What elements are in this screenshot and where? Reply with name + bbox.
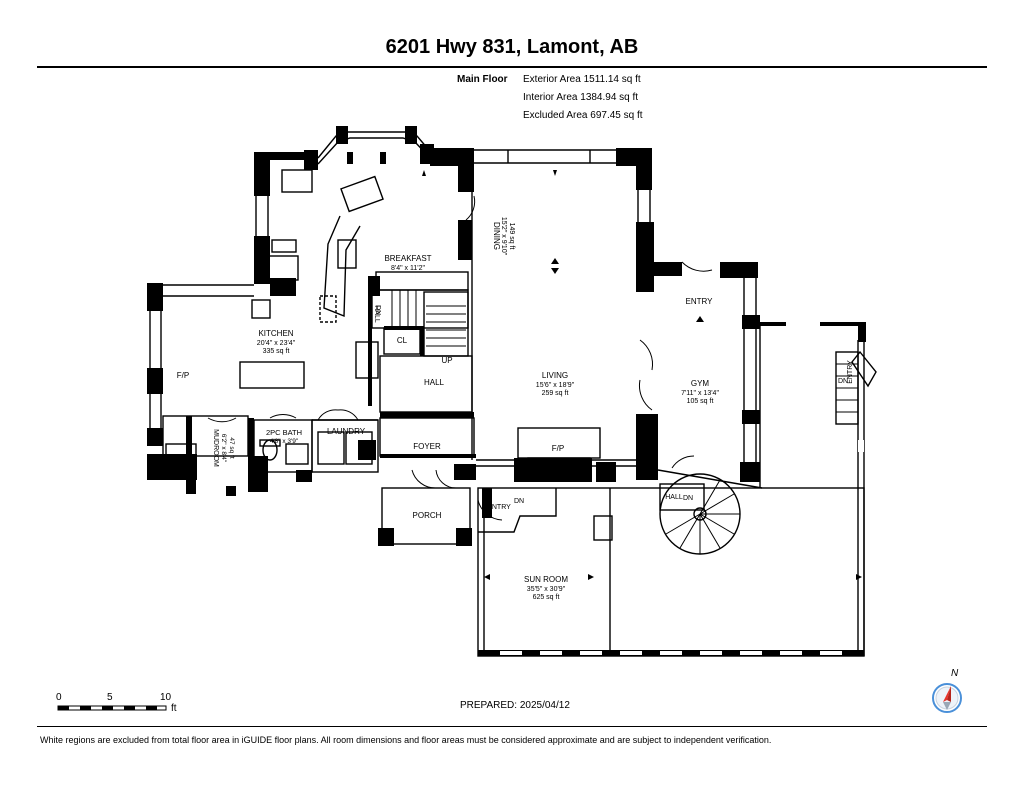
compass-north-label: N [951,668,959,679]
excluded-area: Excluded Area 697.45 sq ft [523,110,643,121]
room-gym-name: GYM [691,379,710,388]
property-address-title: 6201 Hwy 831, Lamont, AB [385,36,639,58]
room-living-area: 259 sq ft [542,390,569,397]
room-dining-name: DINING [492,222,501,250]
doors [175,195,713,521]
exterior-area: Exterior Area 1511.14 sq ft [523,74,641,85]
room-kitchen-dims: 20'4" x 23'4" [257,340,296,347]
room-bath-dims: 4'8" x 3'9" [270,438,299,445]
room-mudroom-dims: 6'2" x 8'4" [220,434,227,463]
label-entry-gym: ENTRY [686,297,714,306]
label-closet: CL [397,336,408,345]
label-foyer: FOYER [413,442,441,451]
room-kitchen-area: 335 sq ft [263,348,290,355]
scale-unit: ft [171,703,177,714]
label-entry-porch: ENTRY [487,504,511,511]
room-kitchen-name: KITCHEN [258,329,293,338]
scale-label-10: 10 [160,692,172,703]
scale-label-5: 5 [107,692,113,703]
label-dn-spiral: DN [683,495,693,502]
direction-arrows [422,170,862,580]
label-dn-porch: DN [514,498,524,505]
room-sunroom-name: SUN ROOM [524,575,568,584]
room-living-name: LIVING [542,371,568,380]
prepared-date: PREPARED: 2025/04/12 [460,700,570,711]
label-porch: PORCH [413,511,442,520]
compass-icon [932,683,962,713]
room-breakfast-dims: 8'4" x 11'2" [391,265,425,272]
label-fp-kitchen: F/P [177,371,189,380]
room-living-dims: 15'6" x 18'9" [536,382,575,389]
label-dn-side: DN [838,378,848,385]
scale-label-0: 0 [56,692,62,703]
label-up: UP [441,356,452,365]
scale-bar [57,705,167,711]
room-breakfast-name: BREAKFAST [384,254,431,263]
room-mudroom-name: MUDROOM [212,429,219,467]
room-mudroom-area: 47 sq ft [228,437,235,459]
interior-area: Interior Area 1384.94 sq ft [523,92,639,103]
room-sunroom-dims: 35'5" x 30'9" [527,586,566,593]
label-entry-side: ENTRY [847,360,854,384]
room-dining-dims: 15'2" x 9'10" [500,217,507,256]
room-dining-area: 149 sq ft [508,223,515,250]
room-gym-dims: 7'11" x 13'4" [681,390,719,397]
label-hall-small: HALL [373,305,380,323]
disclaimer-text: White regions are excluded from total fl… [40,735,772,745]
floor-name: Main Floor [457,74,508,85]
footer-divider [37,726,987,727]
label-laundry: LAUNDRY [327,427,366,436]
room-sunroom-area: 625 sq ft [533,594,560,601]
label-hall-main: HALL [424,378,445,387]
room-gym-area: 105 sq ft [687,398,714,405]
header-divider [37,66,987,68]
thin-walls [149,131,877,657]
label-dn-stair: DN [374,305,381,315]
label-hall-spiral: HALL [665,494,683,501]
room-labels: BREAKFAST 8'4" x 11'2" DINING 15'2" x 9'… [177,217,854,601]
walls [147,126,866,546]
room-bath-name: 2PC BATH [266,428,302,437]
label-fp-living: F/P [552,444,564,453]
